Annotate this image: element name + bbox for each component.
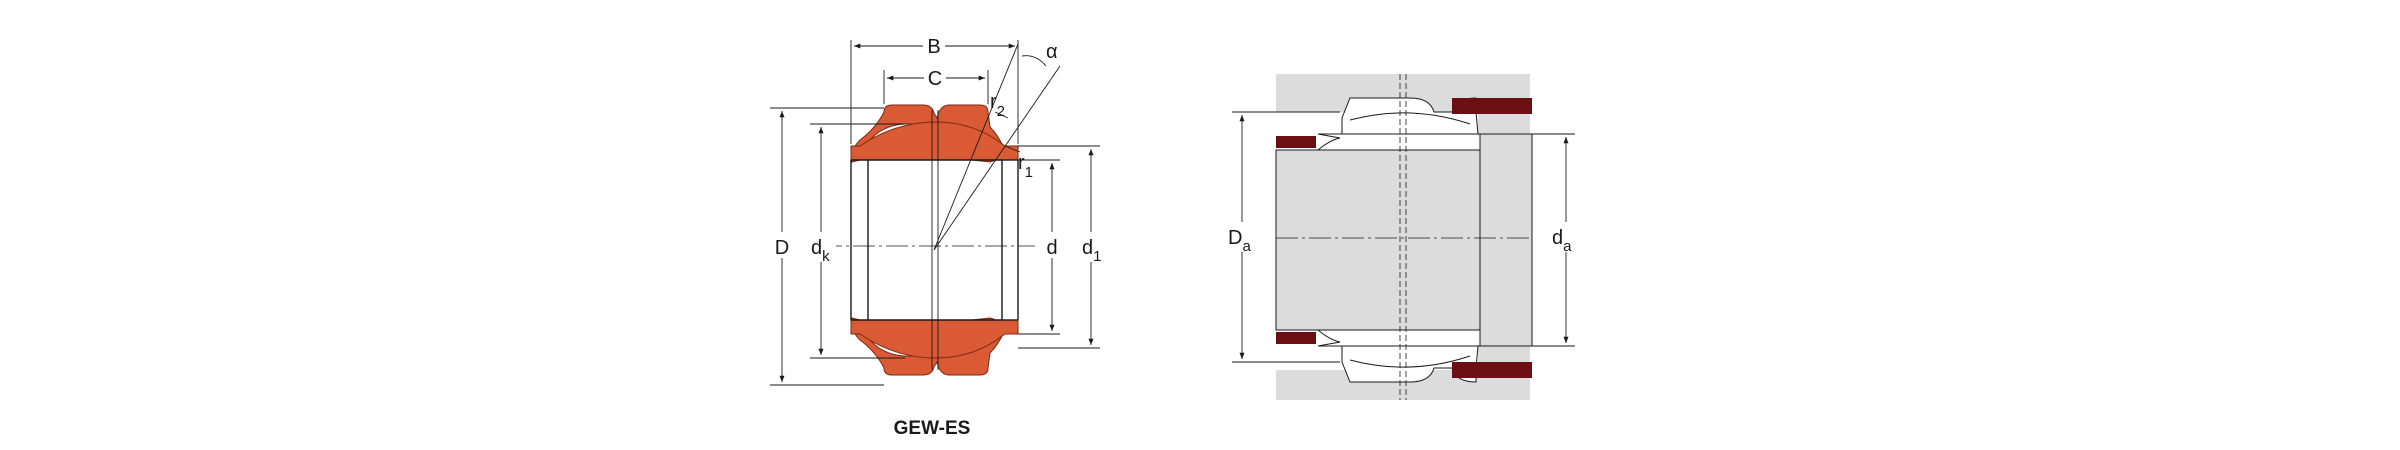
leader-r1 (1004, 145, 1021, 153)
alpha-angle (933, 43, 1061, 251)
label-d1: d1 (1082, 237, 1101, 265)
label-Da: Da (1228, 227, 1251, 255)
label-r2: r2 (990, 91, 1005, 120)
shaft-shoulder-bottom (1276, 332, 1316, 344)
label-da: da (1552, 227, 1572, 255)
bearing-caption: GEW-ES (894, 418, 971, 439)
label-dk: dk (811, 237, 830, 265)
label-r1: r1 (1018, 152, 1033, 181)
mounting-section: Da da (1226, 74, 1582, 400)
bearing-section: B C α r2 r1 D (770, 34, 1106, 439)
label-d: d (1046, 237, 1057, 259)
label-B: B (927, 36, 940, 58)
label-D: D (775, 237, 789, 259)
inner-ring-bottom (850, 319, 1019, 359)
housing-shoulder-top (1452, 98, 1532, 114)
mount-split-lines (1399, 74, 1407, 400)
shaft-shoulder-top (1276, 136, 1316, 148)
shaft (1275, 149, 1497, 331)
shaft-shoulder (1479, 133, 1533, 347)
leader-r2 (994, 111, 1009, 119)
label-C: C (928, 68, 942, 90)
label-alpha: α (1046, 41, 1058, 63)
bore-outline (850, 159, 1019, 321)
housing-shoulder-bottom (1452, 362, 1532, 378)
